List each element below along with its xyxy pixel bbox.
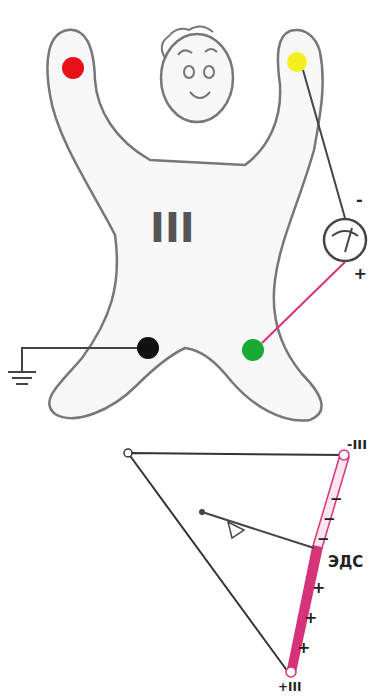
green-electrode: [242, 339, 264, 361]
charge-sign: −: [317, 532, 330, 547]
red-electrode: [62, 57, 84, 79]
charge-sign: +: [304, 610, 317, 626]
black-electrode: [137, 337, 159, 359]
charge-sign: +: [297, 640, 310, 656]
ground-symbol: [8, 372, 36, 384]
vector-triangle: [228, 522, 244, 538]
vertex: [339, 450, 349, 460]
lead-axis-positive: [287, 546, 322, 674]
emf-label: ЭДС: [328, 555, 363, 570]
charge-sign: +: [312, 580, 325, 596]
charge-sign: −: [323, 512, 336, 527]
pole-label: +III: [278, 681, 301, 693]
vertex: [286, 667, 296, 677]
polarity-sign: -: [356, 192, 363, 208]
head: [161, 34, 233, 122]
lead-label: III: [150, 208, 195, 248]
charge-sign: −: [330, 492, 343, 507]
galvanometer: [324, 219, 366, 261]
vector-pointer: [202, 512, 314, 548]
yellow-electrode: [287, 52, 307, 72]
vector-pivot: [199, 509, 205, 515]
face: [162, 26, 217, 98]
pole-label: -III: [347, 438, 367, 451]
galvanometer-needle: [332, 228, 358, 252]
vertex: [124, 449, 132, 457]
lead-axis-negative: [313, 455, 349, 548]
ground-wire: [22, 348, 137, 372]
negative-wire: [303, 70, 345, 218]
polarity-sign: +: [354, 266, 367, 282]
einthoven-triangle: [128, 453, 344, 676]
positive-wire: [262, 262, 345, 343]
figure-outline: [47, 30, 322, 421]
